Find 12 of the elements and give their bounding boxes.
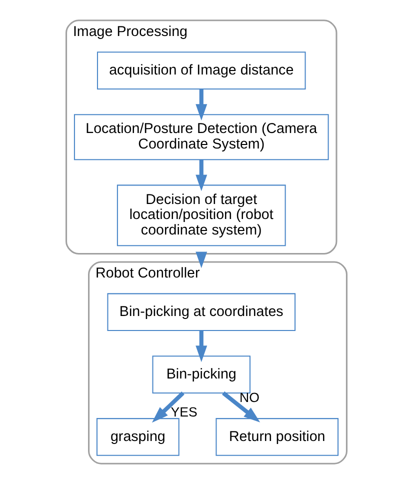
edge-label: YES: [170, 404, 197, 420]
node-box: Bin-picking: [152, 356, 250, 394]
arrow: [195, 160, 207, 192]
arrow: [222, 391, 260, 422]
node-box: grasping: [96, 418, 179, 456]
node-box: Location/Posture Detection (Camera Coordinate System): [73, 114, 328, 160]
node-box: Return position: [215, 418, 338, 456]
node-box: Bin-picking at coordinates: [106, 293, 296, 332]
arrow: [195, 330, 207, 362]
node-box: acquisition of Image distance: [96, 52, 306, 90]
node-box: Decision of target location/position (robot coordinate system): [116, 184, 286, 246]
arrow: [195, 89, 207, 121]
